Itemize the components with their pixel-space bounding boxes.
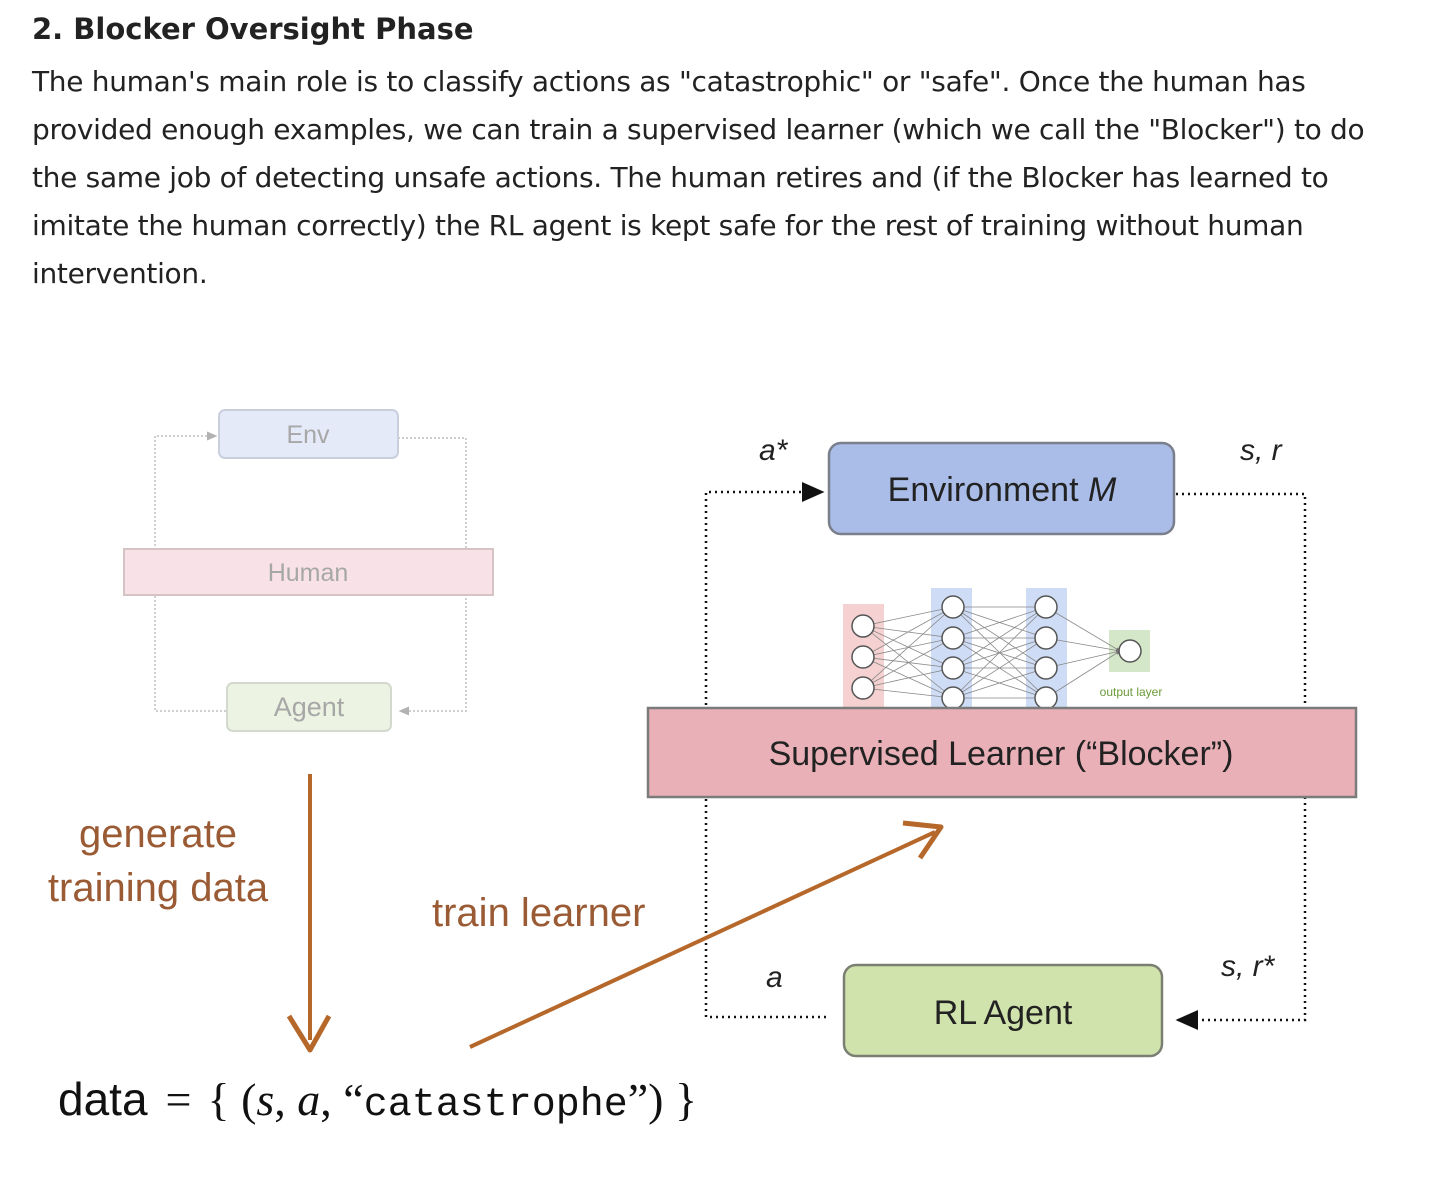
left-loop-diagram: Env Human Agent bbox=[123, 409, 494, 732]
a-star-label: a* bbox=[759, 434, 789, 467]
rl-agent-label: RL Agent bbox=[934, 994, 1073, 1032]
formula-data: data bbox=[58, 1073, 148, 1125]
output-layer-label: output layer bbox=[1100, 685, 1163, 699]
train-learner-arrow bbox=[469, 820, 944, 1049]
generate-data-arrow bbox=[286, 774, 332, 1053]
generate-label-line1: generate bbox=[79, 812, 237, 856]
environment-label: Environment M bbox=[888, 471, 1117, 509]
a-label: a bbox=[766, 961, 783, 994]
section-heading: 2. Blocker Oversight Phase bbox=[32, 12, 474, 46]
right-loop-diagram: Environment M bbox=[646, 434, 1358, 1058]
nn-nodes bbox=[851, 595, 1142, 710]
blocker-box bbox=[646, 706, 1358, 799]
nn-edges bbox=[862, 606, 1121, 699]
environment-box bbox=[827, 441, 1176, 536]
generate-label-line2: training data bbox=[48, 866, 269, 910]
s-r-label: s, r bbox=[1240, 434, 1283, 467]
blocker-label: Supervised Learner (“Blocker”) bbox=[769, 735, 1234, 773]
data-formula: data={ (s, a, “catastrophe”) } bbox=[58, 1073, 697, 1128]
s-r-star-label: s, r* bbox=[1221, 950, 1276, 983]
agent-box bbox=[226, 682, 392, 732]
agent-label: Agent bbox=[274, 692, 345, 722]
env-box bbox=[218, 409, 399, 459]
human-box bbox=[123, 548, 494, 596]
train-learner-label: train learner bbox=[432, 891, 645, 935]
right-loop-left-line bbox=[704, 482, 826, 1019]
env-label: Env bbox=[286, 421, 330, 449]
section-paragraph: The human's main role is to classify act… bbox=[32, 65, 1365, 290]
rl-agent-box bbox=[842, 963, 1164, 1058]
neural-network-illustration: output layer bbox=[836, 588, 1169, 720]
human-label: Human bbox=[268, 559, 349, 587]
